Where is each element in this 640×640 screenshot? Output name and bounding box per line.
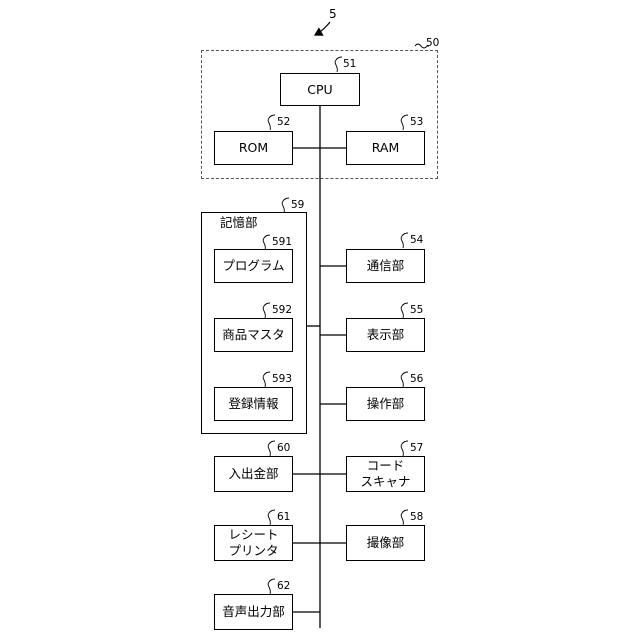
leader-59 (282, 198, 289, 213)
rom-ref: 52 (277, 116, 290, 128)
audio-output-block: 音声出力部 (214, 594, 293, 630)
code-scanner-block: コード スキャナ (346, 456, 425, 492)
cpu-block: CPU (280, 73, 360, 106)
camera-ref: 58 (410, 511, 423, 523)
display-ref: 55 (410, 304, 423, 316)
display-block: 表示部 (346, 318, 425, 352)
receipt-printer-ref: 61 (277, 511, 290, 523)
leader-61 (268, 510, 275, 525)
product-master-ref: 592 (272, 304, 292, 316)
camera-block: 撮像部 (346, 525, 425, 561)
cpu-ref: 51 (343, 58, 356, 70)
rom-block: ROM (214, 131, 293, 165)
operation-block: 操作部 (346, 387, 425, 421)
figure-ref-label: 5 (329, 8, 337, 20)
control-unit-ref: 50 (426, 37, 439, 49)
product-master-block: 商品マスタ (214, 318, 293, 352)
program-ref: 591 (272, 236, 292, 248)
ram-ref: 53 (410, 116, 423, 128)
leader-54 (401, 233, 408, 248)
audio-output-ref: 62 (277, 580, 290, 592)
figure-ref-arrow (315, 22, 330, 35)
communication-block: 通信部 (346, 249, 425, 283)
leader-56 (401, 372, 408, 387)
leader-58 (401, 510, 408, 525)
code-scanner-ref: 57 (410, 442, 423, 454)
storage-group-ref: 59 (291, 199, 304, 211)
ram-block: RAM (346, 131, 425, 165)
leader-62 (268, 579, 275, 594)
leader-57 (401, 441, 408, 456)
receipt-printer-block: レシート プリンタ (214, 525, 293, 561)
program-block: プログラム (214, 249, 293, 283)
cash-in-out-ref: 60 (277, 442, 290, 454)
leader-60 (268, 441, 275, 456)
registration-info-block: 登録情報 (214, 387, 293, 421)
operation-ref: 56 (410, 373, 423, 385)
registration-info-ref: 593 (272, 373, 292, 385)
cash-in-out-block: 入出金部 (214, 456, 293, 492)
storage-group-label: 記憶部 (220, 216, 258, 230)
leader-55 (401, 303, 408, 318)
communication-ref: 54 (410, 234, 423, 246)
